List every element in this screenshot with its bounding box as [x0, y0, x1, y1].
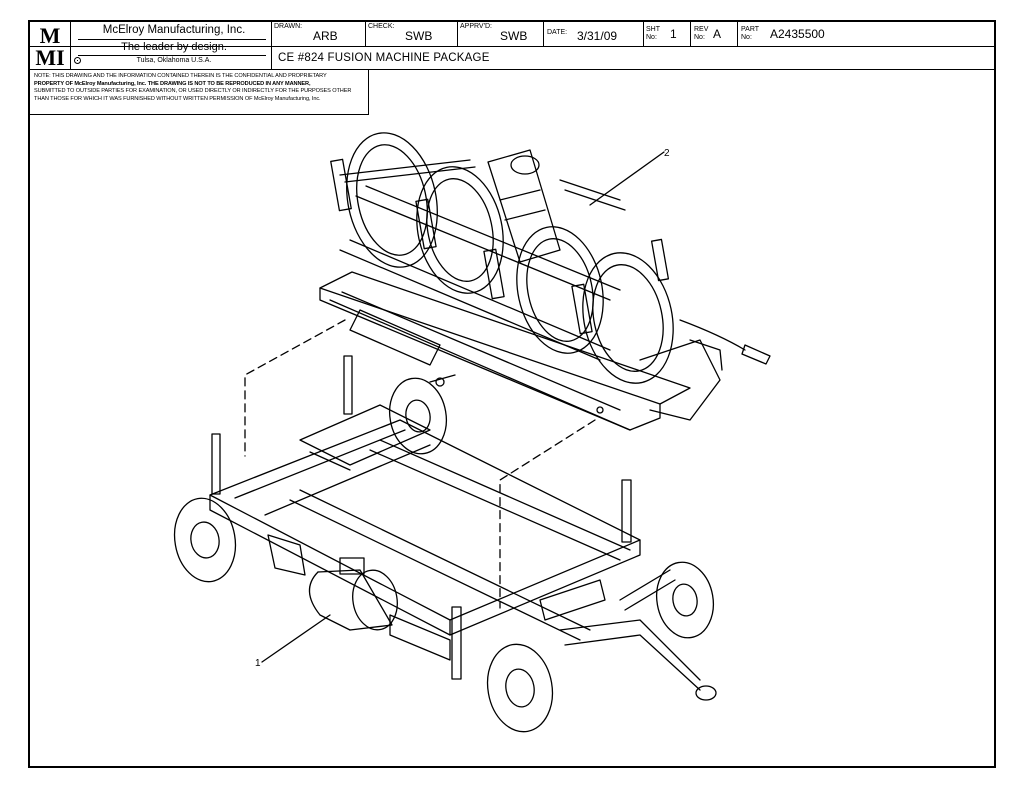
check-divider — [457, 20, 458, 47]
svg-text:M: M — [40, 23, 61, 48]
title-block-bottom-line — [28, 69, 996, 70]
drawing-border — [28, 20, 996, 768]
note-line-2: PROPERTY OF McElroy Manufacturing, Inc. … — [34, 80, 311, 87]
mmi-logo: M MI — [35, 23, 64, 66]
date-value: 3/31/09 — [577, 29, 618, 43]
rev-divider — [737, 20, 738, 47]
callout-1: 1 — [255, 658, 261, 669]
svg-text:MI: MI — [35, 45, 64, 66]
note-line-1: NOTE: THIS DRAWING AND THE INFORMATION C… — [34, 73, 327, 79]
company-name: McElroy Manufacturing, Inc. — [102, 24, 246, 36]
callout-1-leader — [261, 614, 331, 663]
company-divider — [271, 20, 272, 70]
part-label: PART — [741, 26, 760, 33]
date-divider — [643, 20, 644, 47]
note-line-3: SUBMITTED TO OUTSIDE PARTIES FOR EXAMINA… — [34, 88, 352, 95]
rev-label: REV — [694, 26, 709, 33]
logo-divider — [70, 20, 71, 70]
part-value: A2435500 — [770, 27, 825, 41]
apprvd-value: SWB — [500, 29, 528, 43]
sheet-value: 1 — [670, 27, 677, 41]
fusion-machine-assembly — [319, 132, 771, 431]
check-label: CHECK: — [368, 23, 395, 30]
alignment-lines — [244, 319, 596, 609]
confidentiality-note: NOTE: THIS DRAWING AND THE INFORMATION C… — [34, 73, 368, 103]
apprvd-label: APPRV'D: — [460, 23, 492, 30]
rev-value: A — [713, 27, 722, 41]
callout-2-leader — [589, 151, 665, 206]
apprvd-divider — [543, 20, 544, 47]
sheet-no-label: No: — [646, 34, 657, 41]
title-block-divider — [28, 46, 996, 47]
location-icon — [74, 57, 81, 64]
note-box-bottom — [28, 114, 369, 115]
tagline-underline — [78, 55, 266, 56]
company-location: Tulsa, Oklahoma U.S.A. — [136, 57, 212, 64]
sht-divider — [690, 20, 691, 47]
check-value: SWB — [405, 29, 433, 43]
name-underline — [78, 39, 266, 40]
date-label: DATE: — [547, 29, 568, 36]
drawn-value: ARB — [313, 29, 338, 43]
cart-assembly — [173, 355, 717, 733]
callout-2: 2 — [664, 148, 670, 159]
sheet-label: SHT — [646, 26, 660, 33]
company-tagline: The leader by design. — [121, 41, 227, 53]
drawn-divider — [365, 20, 366, 47]
note-line-4: THAN THOSE FOR WHICH IT WAS FURNISHED WI… — [34, 95, 321, 102]
part-no-label: No: — [741, 34, 752, 41]
rev-no-label: No: — [694, 34, 705, 41]
drawing-title: CE #824 FUSION MACHINE PACKAGE — [278, 52, 490, 64]
note-box-right — [368, 69, 369, 114]
drawn-label: DRAWN: — [274, 23, 303, 30]
